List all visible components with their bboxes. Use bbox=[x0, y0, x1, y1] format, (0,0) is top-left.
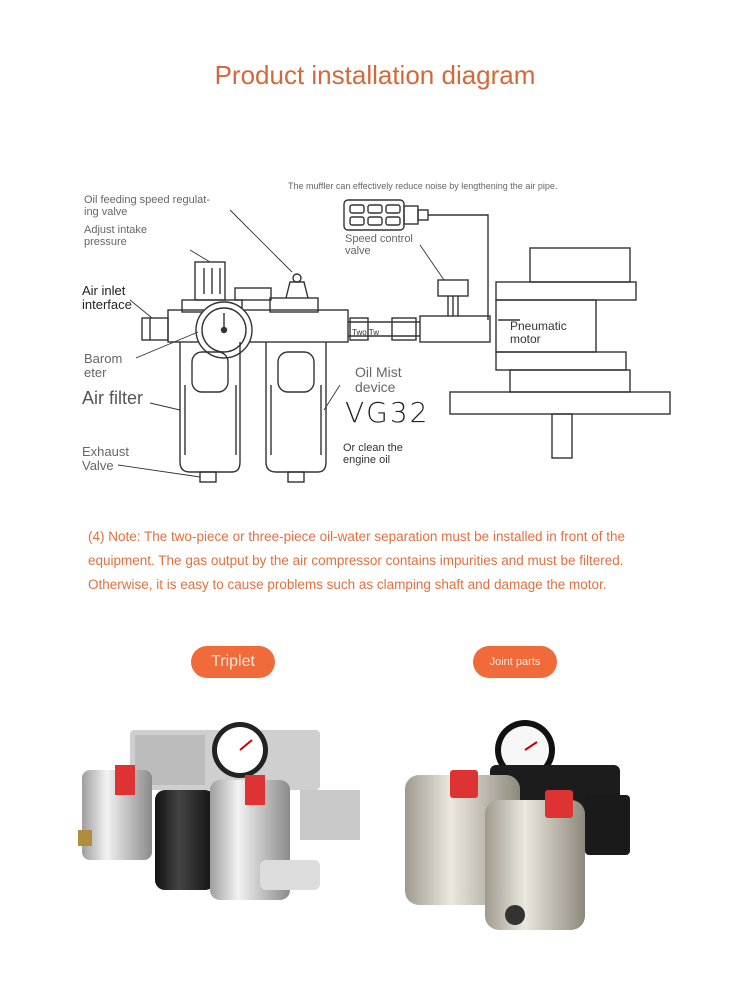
joint-parts-product-image bbox=[405, 720, 630, 930]
page-title: Product installation diagram bbox=[214, 60, 536, 90]
triplet-product-image bbox=[78, 722, 360, 900]
air-filter-label: Air filter bbox=[82, 388, 144, 408]
exhaust-valve-label: Exhaust Valve bbox=[82, 444, 129, 473]
muffler-label: The muffler can effectively reduce noise… bbox=[288, 181, 558, 191]
adjust-intake-label: Adjust intake pressure bbox=[84, 224, 147, 248]
speed-control-label: Speed control valve bbox=[345, 233, 413, 257]
barometer-label: Barom eter bbox=[84, 351, 123, 380]
vg32-label: VG32 bbox=[345, 396, 430, 429]
joint-parts-pill: Joint parts bbox=[473, 646, 557, 678]
oil-feeding-label: Oil feeding speed regulat- ing valve bbox=[84, 194, 210, 218]
two-tw-label: Two Tw bbox=[352, 328, 379, 337]
installation-note: (4) Note: The two-piece or three-piece o… bbox=[88, 529, 626, 592]
oil-mist-label: Oil Mist device bbox=[355, 364, 402, 395]
clean-engine-label: Or clean the engine oil bbox=[343, 442, 403, 466]
installation-diagram: The muffler can effectively reduce noise… bbox=[0, 170, 750, 500]
inlet-fitting bbox=[141, 317, 169, 341]
pneumatic-motor-label: Pneumatic motor bbox=[510, 319, 567, 346]
air-inlet-label: Air inlet interface bbox=[82, 283, 132, 312]
diagram-drawing bbox=[117, 199, 671, 483]
triplet-pill: Triplet bbox=[191, 646, 275, 678]
